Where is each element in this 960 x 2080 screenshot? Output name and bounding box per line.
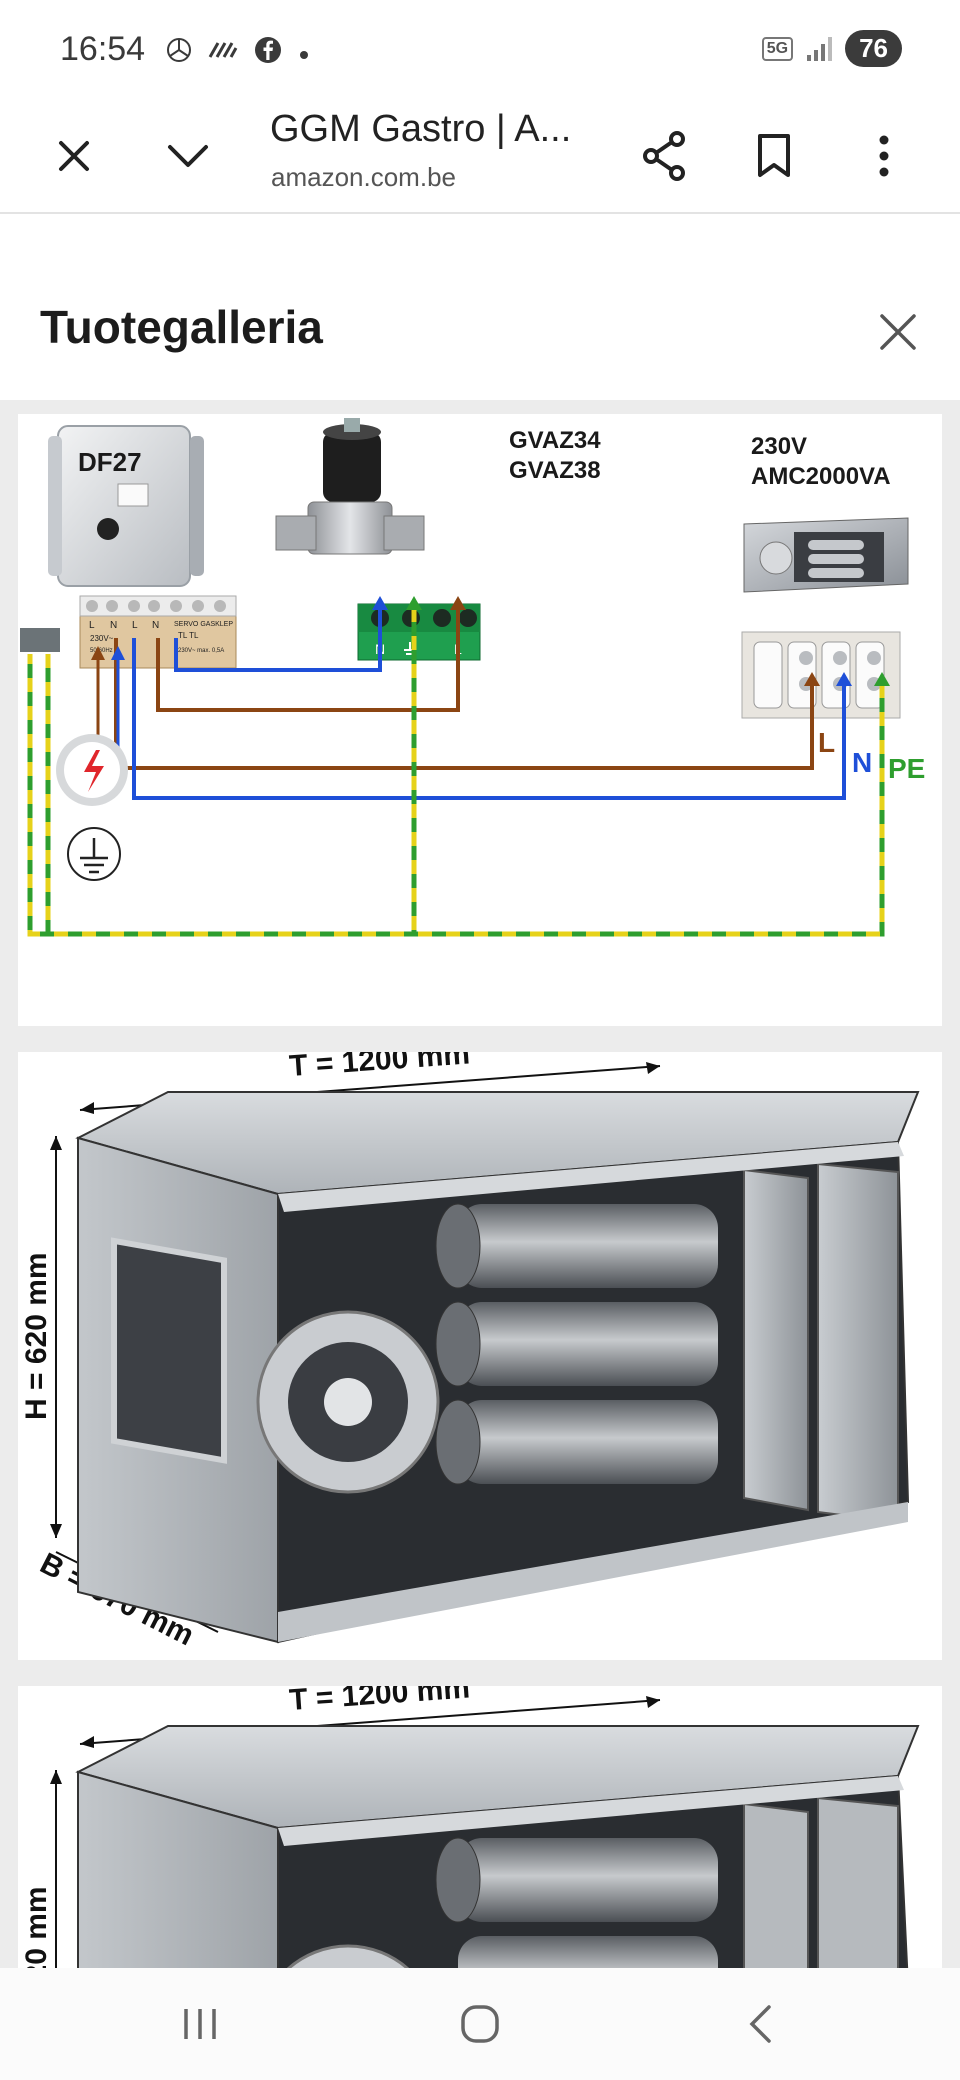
page-title: GGM Gastro | A... <box>270 108 572 150</box>
ground-icon <box>67 827 121 881</box>
terminal-hz: 50-60Hz <box>90 648 113 654</box>
dot-icon <box>298 39 310 65</box>
unit-voltage: 230V <box>751 433 807 460</box>
df27-label: DF27 <box>78 447 142 477</box>
gallery-image-dimensions-2[interactable]: T = 1200 mm H = 620 mm <box>18 1686 942 1968</box>
label-neutral: N <box>852 747 872 778</box>
label-pe: PE <box>888 753 925 784</box>
amc-unit: 230V AMC2000VA <box>743 433 909 593</box>
custom-tab-toolbar: GGM Gastro | A... amazon.com.be <box>0 104 960 214</box>
chevron-down-icon[interactable] <box>158 126 218 186</box>
status-bar: 16:54 5G 76 <box>0 0 960 104</box>
label-live: L <box>818 727 835 758</box>
dimension-h-2: H = 620 mm <box>20 1886 53 1968</box>
extraction-unit <box>75 1091 920 1644</box>
dimension-t: T = 1200 mm <box>288 1052 471 1083</box>
battery-badge: 76 <box>845 30 902 67</box>
dimension-t-2: T = 1200 mm <box>288 1686 471 1717</box>
terminal-l2: L <box>132 620 138 631</box>
facebook-icon <box>254 36 282 68</box>
valve-model-2: GVAZ38 <box>509 457 601 484</box>
gallery-header: Tuotegalleria <box>0 214 960 400</box>
bookmark-icon[interactable] <box>744 126 804 186</box>
gallery-image-dimensions[interactable]: T = 1200 mm H = 620 mm B = 670 mm <box>18 1052 942 1660</box>
mercedes-icon <box>166 37 192 67</box>
dimension-h: H = 620 mm <box>20 1252 53 1420</box>
gallery-close-icon[interactable] <box>866 300 930 364</box>
wiring <box>27 596 890 937</box>
df27-controller: DF27 <box>48 425 204 587</box>
terminal-n1: N <box>110 620 117 631</box>
recent-apps-icon[interactable] <box>155 1979 245 2069</box>
product-gallery[interactable]: DF27 L N L N SERVO GASKLEP 230V~ 50-60Hz… <box>0 400 960 1968</box>
valve-terminal-block: N L <box>357 603 481 661</box>
share-icon[interactable] <box>634 126 694 186</box>
terminal-servo: SERVO GASKLEP <box>174 621 233 628</box>
terminal-tl: TL TL <box>178 631 199 640</box>
gallery-title: Tuotegalleria <box>40 301 323 353</box>
notification-icons <box>166 36 310 68</box>
terminal-rating: 230V~ max. 0,5A <box>178 648 224 654</box>
more-options-icon[interactable] <box>854 126 914 186</box>
gallery-image-wiring-diagram[interactable]: DF27 L N L N SERVO GASKLEP 230V~ 50-60Hz… <box>18 414 942 1026</box>
system-nav-bar <box>0 1968 960 2080</box>
terminal-n2: N <box>152 620 159 631</box>
terminal-230v: 230V~ <box>90 634 114 643</box>
unit-model: AMC2000VA <box>751 463 891 490</box>
status-time: 16:54 <box>60 30 146 68</box>
gas-valve: GVAZ34 GVAZ38 <box>275 418 601 555</box>
mains-terminal-block <box>741 631 901 719</box>
network-type: 5G <box>761 36 794 61</box>
signal-strength-icon <box>805 35 833 63</box>
valve-model-1: GVAZ34 <box>509 427 601 454</box>
power-supply-icon <box>56 734 128 806</box>
close-icon[interactable] <box>44 126 104 186</box>
home-icon[interactable] <box>435 1979 525 2069</box>
earth-block <box>20 628 60 652</box>
terminal-l1: L <box>89 620 95 631</box>
status-indicators: 5G 76 <box>761 30 902 67</box>
signal-waves-icon <box>208 37 238 67</box>
back-icon[interactable] <box>715 1979 805 2069</box>
extraction-unit-2 <box>75 1725 920 1968</box>
page-url: amazon.com.be <box>271 162 456 192</box>
